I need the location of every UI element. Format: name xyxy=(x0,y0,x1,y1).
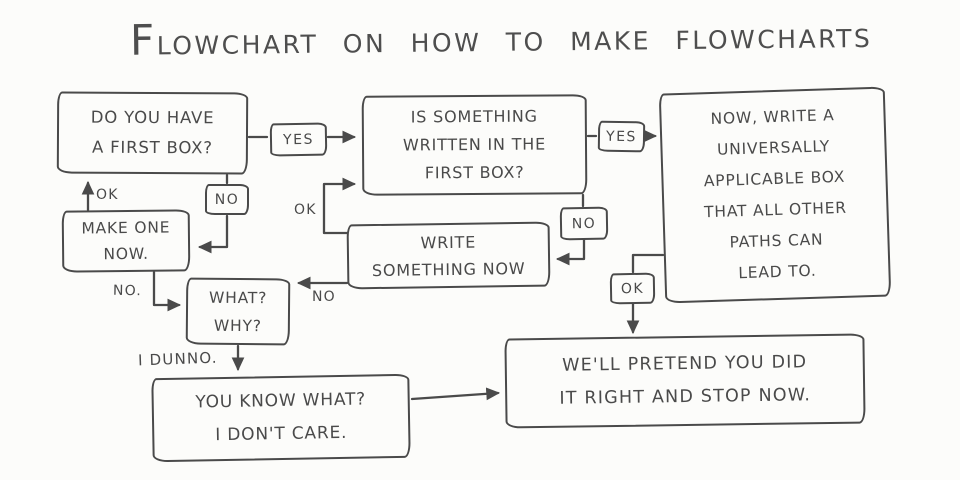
node-written-box-text: IS SOMETHING WRITTEN IN THE FIRST BOX? xyxy=(402,106,547,183)
edge-label-text: YES xyxy=(282,131,315,148)
edge-label-no-written-to-write: NO xyxy=(559,206,609,241)
edge-label-no-first-to-make-one: NO xyxy=(205,184,249,215)
node-make-one-box-text: MAKE ONE NOW. xyxy=(81,218,171,264)
edge-label-yes-first-to-written: YES xyxy=(269,122,328,157)
node-what-why-box-text: WHAT? WHY? xyxy=(208,288,268,335)
edge-label-ok-universal-to-pretend: OK xyxy=(609,272,656,305)
node-dont-care-box-text: YOU KNOW WHAT? I DON'T CARE. xyxy=(195,389,367,446)
edge-label-ok-make-one-to-first: OK xyxy=(96,187,119,203)
edge-label-i-dunno: I DUNNO. xyxy=(137,348,219,370)
node-dont-care-box: YOU KNOW WHAT? I DON'T CARE. xyxy=(151,373,411,463)
edge-label-text: NO xyxy=(571,215,597,232)
node-universal-box: NOW, WRITE A UNIVERSALLY APPLICABLE BOX … xyxy=(658,86,892,304)
node-first-box-text: DO YOU HAVE A FIRST BOX? xyxy=(90,107,215,158)
node-make-one-box: MAKE ONE NOW. xyxy=(61,209,191,273)
edge-label-no-make-one-to-what: NO. xyxy=(112,282,143,300)
node-pretend-box-text: WE'LL PRETEND YOU DID IT RIGHT AND STOP … xyxy=(559,352,812,409)
edge-label-ok-write-to-written: OK xyxy=(294,202,317,218)
node-pretend-box: WE'LL PRETEND YOU DID IT RIGHT AND STOP … xyxy=(504,333,866,429)
edge-label-yes-written-to-universal: YES xyxy=(597,120,646,153)
edge-label-no-write-to-what: NO xyxy=(312,289,336,305)
node-what-why-box: WHAT? WHY? xyxy=(185,277,291,346)
edge-label-text: NO xyxy=(214,191,240,208)
page-title: FLOWCHART ON HOW TO MAKE FLOWCHARTS xyxy=(129,15,873,65)
edge-label-text: OK xyxy=(620,280,645,297)
node-write-something-box: WRITE SOMETHING NOW xyxy=(346,221,551,290)
node-written-box: IS SOMETHING WRITTEN IN THE FIRST BOX? xyxy=(361,94,588,196)
edge-label-text: YES xyxy=(605,128,638,145)
node-universal-box-text: NOW, WRITE A UNIVERSALLY APPLICABLE BOX … xyxy=(703,106,848,283)
node-first-box: DO YOU HAVE A FIRST BOX? xyxy=(56,91,249,175)
node-write-something-box-text: WRITE SOMETHING NOW xyxy=(371,232,526,280)
